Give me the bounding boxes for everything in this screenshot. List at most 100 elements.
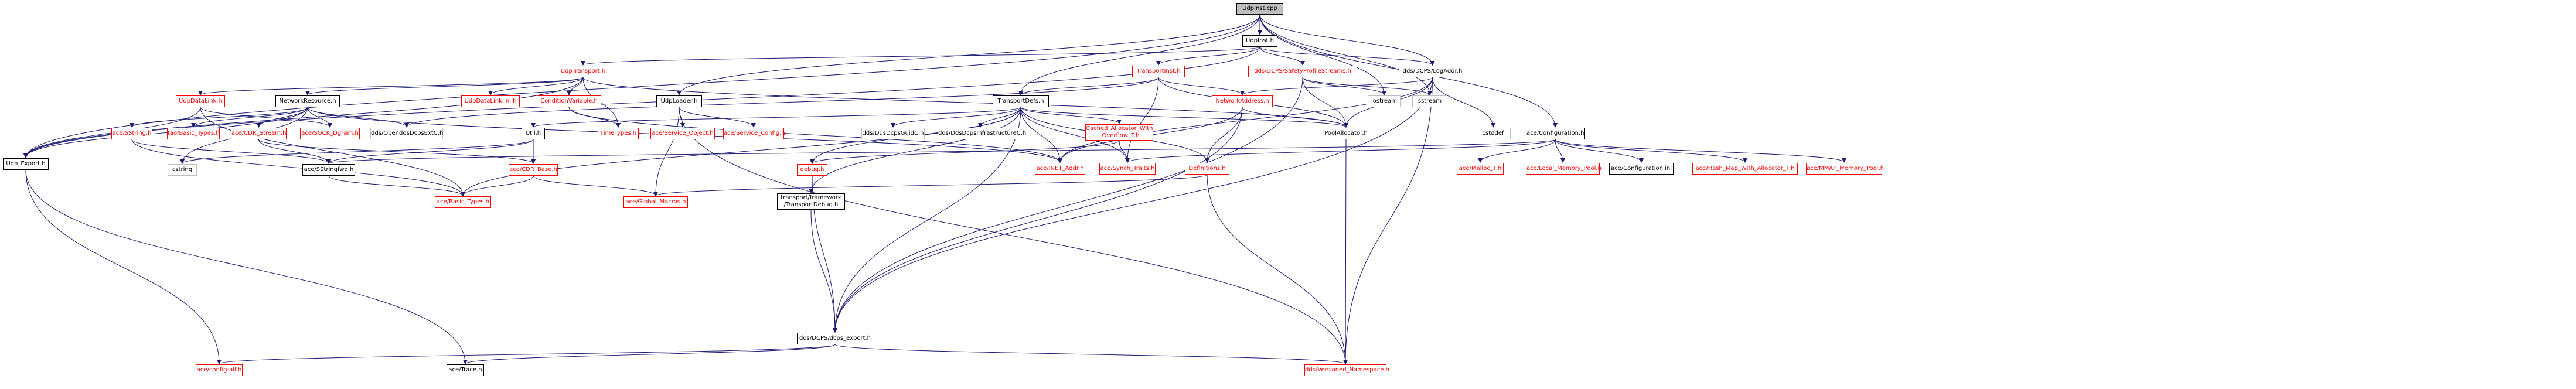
node-udptransport-h[interactable]: UdpTransport.h (557, 66, 609, 77)
edge-networkresource_h-to-basic_types_tao (191, 107, 308, 128)
edge-configuration_h-to-local_memory_pool_h (1555, 139, 1565, 163)
edge-udptransport_h-to-udp_export_h (23, 77, 584, 158)
edge-udpinst_cpp-to-udploader_h (677, 14, 1260, 95)
edge-logaddr_h-to-networkaddress_h (1240, 77, 1433, 95)
edge-transportdebug_h-to-dcps_export_h (810, 209, 837, 333)
edge-cdr_stream_h-to-cdr_base_h (258, 139, 536, 164)
node-timetypes-h[interactable]: TimeTypes.h (598, 128, 639, 139)
edge-networkresource_h-to-sstring_h (130, 107, 308, 128)
edge-transportdefs_h-to-synch_traits_h (1020, 107, 1130, 163)
node-basic-types-ace[interactable]: ace/Basic_Types.h (435, 196, 491, 208)
node-versioned-namespace-h[interactable]: dds/Versioned_Namespace.h (1304, 364, 1389, 376)
node-sstring-h[interactable]: ace/SString.h (111, 128, 152, 139)
node-dcps-export-h[interactable]: dds/DCPS/dcps_export.h (797, 333, 873, 344)
edge-dcps_export_h-to-config_all_h (217, 344, 836, 364)
node-configuration-h[interactable]: ace/Configuration.h (1526, 128, 1585, 139)
node-transportdebug-h[interactable]: transport/framework /TransportDebug.h (777, 193, 845, 210)
edge-udpinst_h-to-transportinst_h (1156, 46, 1260, 66)
node-trace-h[interactable]: ace/Trace.h (447, 364, 484, 376)
node-poolallocator-h[interactable]: PoolAllocator.h (1321, 128, 1371, 139)
edge-udpinst_h-to-logaddr_h (1259, 46, 1435, 66)
edge-transportinst_h-to-transportdefs_h (1018, 77, 1159, 95)
edge-udptransport_h-to-udpdatalink_inl (488, 77, 584, 95)
edge-safetyprofilestreams_h-to-dcps_export_h (833, 77, 1303, 333)
edge-transportinst_h-to-opendds_extc (404, 77, 1159, 128)
node-definitions-h[interactable]: Definitions.h (1185, 163, 1229, 175)
edge-logaddr_h-to-dcps_export_h (833, 77, 1433, 333)
edge-transportdefs_h-to-util_h (531, 107, 1021, 128)
node-mmap-memory-pool-h[interactable]: ace/MMAP_Memory_Pool.h (1806, 163, 1884, 175)
edge-udptransport_h-to-poolallocator_h (582, 77, 1348, 128)
edge-util_h-to-sstringfwd_h (326, 139, 534, 164)
node-sstringfwd-h[interactable]: ace/SStringfwd.h (302, 164, 355, 176)
edge-networkaddress_h-to-definitions_h (1205, 107, 1243, 163)
edge-configuration_h-to-hash_map_alloc_h (1555, 139, 1747, 163)
node-transportinst-h[interactable]: TransportInst.h (1132, 66, 1185, 77)
edge-transportinst_h-to-synch_traits_h (1125, 77, 1159, 163)
edge-definitions_h-to-global_macros_h (653, 174, 1208, 196)
edge-poolallocator_h-to-versioned_namespace_h (1343, 139, 1348, 364)
node-config-all-h[interactable]: ace/config-all.h (196, 364, 243, 376)
node-cdr-stream-h[interactable]: ace/CDR_Stream.h (231, 128, 287, 139)
edge-udptransport_h-to-networkresource_h (305, 77, 584, 95)
edge-cdr_base_h-to-basic_types_ace (461, 175, 534, 196)
node-malloc-t-h[interactable]: ace/Malloc_T.h (1457, 163, 1504, 175)
edge-transportinst_h-to-networkaddress_h (1158, 77, 1245, 95)
node-service-config-h[interactable]: ace/Service_Config.h (723, 128, 785, 139)
node-sstream: sstream (1412, 95, 1447, 107)
node-synch-traits-h[interactable]: ace/Synch_Traits.h (1099, 163, 1156, 175)
node-local-memory-pool-h[interactable]: ace/Local_Memory_Pool.h (1526, 163, 1602, 175)
edge-udpinst_cpp-to-logaddr_h (1259, 14, 1435, 66)
node-transportdefs-h[interactable]: TransportDefs.h (993, 95, 1049, 107)
node-udpinst-h[interactable]: UdpInst.h (1242, 35, 1277, 47)
node-cdr-base-h[interactable]: ace/CDR_Base.h (509, 164, 558, 176)
node-debug-h[interactable]: debug.h (797, 164, 827, 176)
node-configuration-inl[interactable]: ace/Configuration.inl (1609, 163, 1674, 175)
node-udploader-h[interactable]: UdpLoader.h (656, 95, 702, 107)
node-util-h[interactable]: Util.h (522, 128, 545, 139)
node-conditionvariable-h[interactable]: ConditionVariable.h (537, 95, 601, 107)
node-cstring: cstring (168, 164, 197, 176)
node-udp-export-h[interactable]: Udp_Export.h (3, 158, 49, 170)
node-udpdatalink-h[interactable]: UdpDataLink.h (176, 95, 225, 107)
edge-dcps_export_h-to-versioned_namespace_h (834, 344, 1348, 364)
node-guidc-h: dds/DdsDcpsGuidC.h (861, 128, 925, 139)
edge-configuration_h-to-configuration_inl (1555, 139, 1644, 163)
node-networkaddress-h[interactable]: NetworkAddress.h (1212, 95, 1273, 107)
edge-sstring_h-to-sstringfwd_h (131, 139, 331, 164)
edge-transportdefs_h-to-poolallocator_h (1020, 107, 1348, 128)
node-basic-types-tao[interactable]: tao/Basic_Types.h (167, 128, 220, 139)
edge-cached_allocator_h-to-debug_h (810, 140, 1120, 164)
edge-definitions_h-to-versioned_namespace_h (1207, 174, 1348, 364)
node-logaddr-h[interactable]: dds/DCPS/LogAddr.h (1399, 66, 1466, 77)
node-infrastructurec-h: dds/DdsDcpsInfrastructureC.h (938, 128, 1026, 139)
edge-networkaddress_h-to-poolallocator_h (1242, 107, 1348, 128)
edge-transportdefs_h-to-transportdebug_h (809, 107, 1021, 193)
edge-configuration_h-to-malloc_t_h (1478, 139, 1556, 163)
node-udpdatalink-inl[interactable]: UdpDataLink.inl.h (461, 95, 520, 107)
edge-transportdefs_h-to-infrastructurec_h (978, 107, 1021, 128)
node-sock-dgram-h[interactable]: ace/SOCK_Dgram.h (300, 128, 360, 139)
edge-networkaddress_h-to-dcps_export_h (833, 107, 1243, 333)
edge-logaddr_h-to-inet_addr_h (1058, 77, 1433, 163)
node-global-macros-h[interactable]: ace/Global_Macros.h (623, 196, 688, 208)
edge-sstring_h-to-basic_types_ace (131, 139, 465, 196)
node-iostream: iostream (1368, 95, 1401, 107)
edge-udpinst_cpp-to-transportdefs_h (1018, 14, 1260, 95)
edge-udpdatalink_h-to-basic_types_ace (200, 107, 465, 196)
edge-configuration_h-to-synch_traits_h (1125, 139, 1556, 163)
edge-logaddr_h-to-versioned_namespace_h (1343, 77, 1433, 364)
node-cached-allocator-h[interactable]: Cached_Allocator_With _Overflow_T.h (1085, 124, 1153, 141)
edge-udpdatalink_h-to-sock_dgram_h (200, 107, 332, 128)
node-cstddef: cstddef (1476, 128, 1511, 139)
edge-udploader_h-to-versioned_namespace_h (679, 107, 1348, 364)
edge-networkresource_h-to-opendds_extc (307, 107, 409, 128)
node-safetyprofilestreams-h[interactable]: dds/DCPS/SafetyProfileStreams.h (1248, 66, 1357, 77)
node-hash-map-alloc-h[interactable]: ace/Hash_Map_With_Allocator_T.h (1692, 163, 1798, 175)
edge-util_h-to-cstring (180, 139, 534, 164)
node-networkresource-h[interactable]: NetworkResource.h (275, 95, 340, 107)
node-service-object-h[interactable]: ace/Service_Object.h (650, 128, 715, 139)
edge-transportdefs_h-to-basic_types_ace (461, 107, 1021, 196)
node-inet-addr-h[interactable]: ace/INET_Addr.h (1035, 163, 1085, 175)
edge-udploader_h-to-global_macros_h (653, 107, 680, 196)
